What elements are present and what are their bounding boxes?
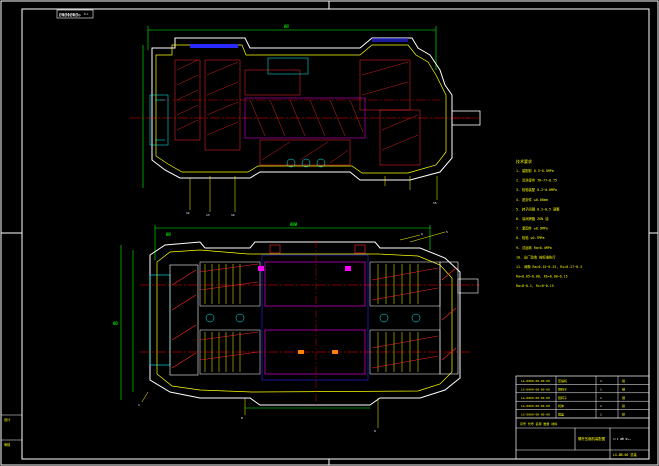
top-gasket-1 bbox=[190, 44, 238, 48]
top-rotor-outline bbox=[244, 97, 366, 139]
bottom-left-dimension: ØØ bbox=[166, 232, 171, 237]
svg-text:12: 12 bbox=[186, 211, 190, 215]
title-block-cell: 阳转子 bbox=[558, 395, 567, 400]
title-block-cell: 1 bbox=[600, 413, 602, 417]
left-side-strip: 设计 审核 bbox=[1, 414, 22, 447]
note-line: 9. 试运转 Ra<0.4MPa bbox=[516, 245, 552, 250]
side-dimension: ØØ bbox=[113, 321, 118, 326]
bottom-view-section: ØØØ ØØ ØØ bbox=[113, 222, 480, 433]
top-hatch-lines bbox=[176, 59, 419, 164]
side-label-2: 审核 bbox=[4, 442, 11, 447]
note-line: 11. 间隙 Ra=0.15~0.25, Rs=0.27~0.3 bbox=[516, 264, 582, 269]
svg-text:1: 1 bbox=[138, 403, 140, 407]
title-block-cell: 1 bbox=[600, 379, 602, 383]
title-block-cell: 端盖 bbox=[558, 412, 564, 417]
bottom-leaders bbox=[141, 231, 446, 428]
title-block-cell: 铁 bbox=[622, 403, 625, 408]
top-inner-outline bbox=[155, 44, 447, 174]
left-end-cover bbox=[149, 264, 199, 376]
svg-text:5: 5 bbox=[446, 230, 448, 234]
tb-header: 序号 代号 名称 数量 材料 bbox=[520, 421, 557, 426]
bottom-inner-outline bbox=[156, 249, 453, 393]
right-bearing-pack bbox=[369, 261, 441, 375]
stamp-text: ØΦØΦØΦØ⊘ ⁰ᵒ bbox=[59, 12, 89, 19]
title-block-cell: LG-0000-00-00-00 bbox=[521, 387, 550, 391]
note-line: 2. 清洗零件 76~77~0.75 bbox=[516, 178, 557, 183]
title-block-cell: 钢 bbox=[622, 386, 625, 391]
note-line: 5. 转子间隙 0.2~0.5 调整 bbox=[516, 206, 560, 211]
note-line: 6. 涂润滑脂 ZGN 油 bbox=[516, 216, 549, 221]
title-block-cell: LG-0000-00-00-00 bbox=[521, 404, 550, 408]
note-line: Ra=0.05~0.08, Rb=0.08~0.15 bbox=[516, 275, 568, 279]
note-line: 3. 检验装配 0.2~0.8MPa bbox=[516, 187, 557, 192]
title-block-cell: 组 bbox=[622, 378, 625, 383]
title-block-cell: 1 bbox=[600, 396, 602, 400]
svg-text:8: 8 bbox=[241, 416, 243, 420]
scale-note: 1∶1 ØΦ Øₓₓ bbox=[613, 436, 631, 441]
title-block-cell: 1 bbox=[600, 404, 602, 408]
note-line: 4. 密封件 ≤0.06mm bbox=[516, 197, 548, 202]
male-rotor bbox=[264, 261, 366, 307]
note-line: 1. 装配前 0.3~0.5MPa bbox=[516, 168, 554, 173]
svg-text:6: 6 bbox=[421, 232, 423, 236]
title-block-cell: LG-0000-00-00-00 bbox=[521, 396, 550, 400]
title-block-cell: 1 bbox=[600, 387, 602, 391]
drawing-frame bbox=[21, 8, 650, 460]
bottom-dimension: ØØØ bbox=[290, 222, 298, 227]
top-view-section: ØØ bbox=[130, 24, 481, 217]
note-line: 7. 紧固件 ≥0.9MPa bbox=[516, 226, 548, 231]
svg-text:9: 9 bbox=[374, 429, 376, 433]
stamp-box bbox=[56, 9, 94, 19]
svg-text:13: 13 bbox=[206, 213, 210, 217]
svg-text:14: 14 bbox=[231, 213, 235, 217]
bottom-housing-outline bbox=[149, 241, 461, 406]
title-block-cell: 压缩机 bbox=[558, 378, 567, 383]
drawing-name: 螺杆压缩机装配图 bbox=[578, 436, 606, 441]
title-block-cell: 钢 bbox=[622, 395, 625, 400]
bottom-shaft bbox=[457, 278, 479, 294]
left-bearing-pack bbox=[199, 261, 261, 375]
title-block-cell: LG-0000-00-00-00 bbox=[521, 413, 550, 417]
side-label-1: 设计 bbox=[4, 417, 11, 422]
top-hatching bbox=[174, 59, 421, 166]
svg-text:15: 15 bbox=[433, 201, 437, 205]
top-housing-outline bbox=[151, 37, 453, 181]
technical-notes: 技术要求 1. 装配前 0.3~0.5MPa 2. 清洗零件 76~77~0.75… bbox=[516, 158, 582, 288]
note-line: Ra=0~0.1, Rc=0~0.15 bbox=[516, 284, 554, 288]
title-block-cell: 阴转子 bbox=[558, 386, 567, 391]
note-line: 10. 出厂验收 按标准执行 bbox=[516, 254, 556, 259]
title-block-cell: LG-0000-00-00-00 bbox=[521, 379, 550, 383]
title-block-cell: 机体 bbox=[558, 403, 564, 408]
top-leaders bbox=[189, 176, 438, 212]
note-line: 8. 检验 ≤0.7MPa bbox=[516, 235, 544, 240]
notes-title: 技术要求 bbox=[516, 158, 532, 164]
top-dimension: ØØ bbox=[284, 24, 289, 29]
right-end-cover bbox=[439, 261, 479, 375]
title-block-cell: 铁 bbox=[622, 412, 625, 417]
drawing-footer: LG-ØØ-00 总装 bbox=[613, 452, 637, 457]
title-block: LG-0000-00-00-00 压缩机 1 组 LG-0000-00-00-00 阴转子… bbox=[515, 375, 650, 460]
